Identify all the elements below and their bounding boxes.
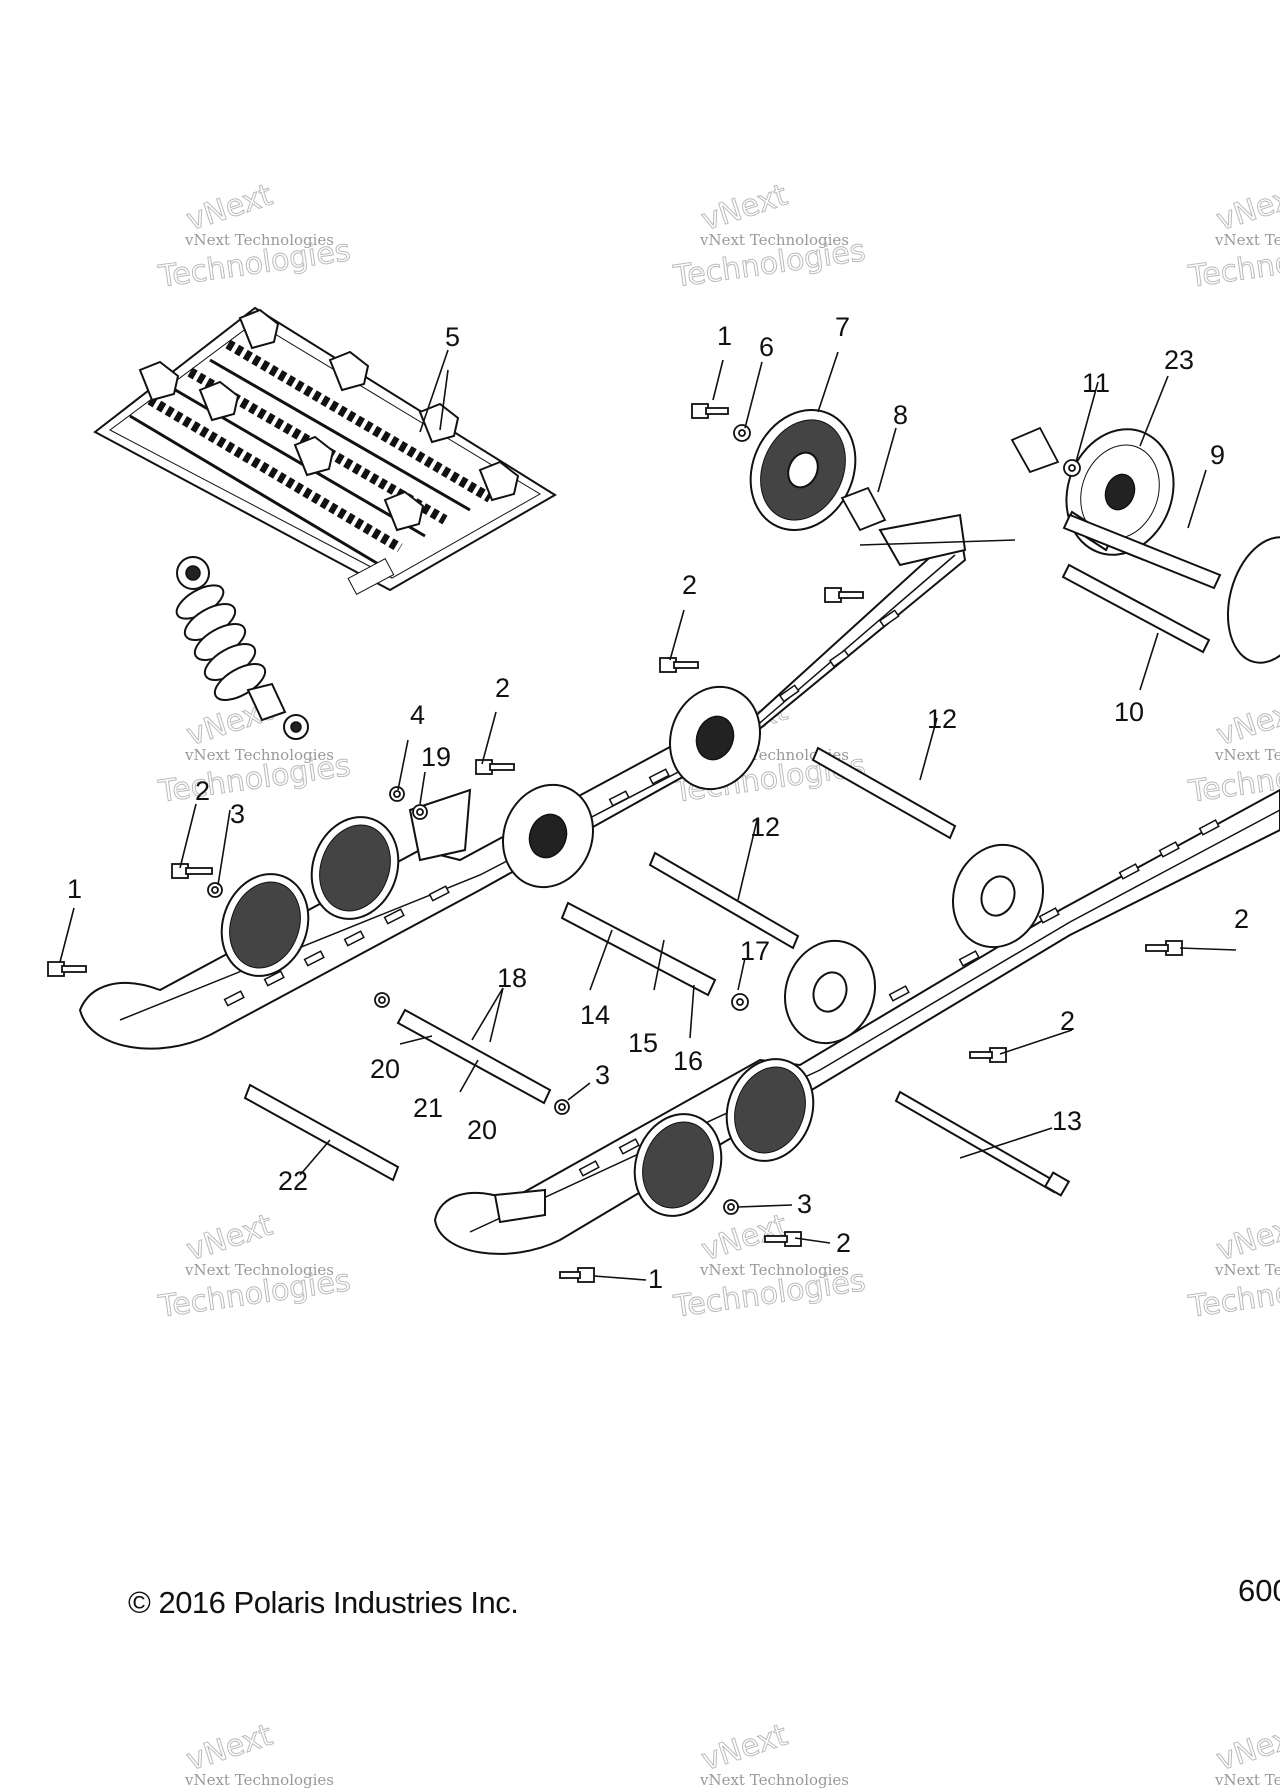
callout-13: 13 <box>1052 1106 1082 1136</box>
fasteners-drawing <box>47 403 1183 1283</box>
callout-4: 4 <box>410 700 425 730</box>
callout-19: 19 <box>421 742 451 772</box>
callout-2: 2 <box>495 673 510 703</box>
watermark-text: vNext <box>1212 1718 1280 1778</box>
watermark-text: vNext <box>182 1718 276 1778</box>
watermark-text: vNext Technologies <box>699 1771 849 1789</box>
callout-15: 15 <box>628 1028 658 1058</box>
track-drawing <box>93 306 557 596</box>
callout-1: 1 <box>648 1264 663 1294</box>
callout-2: 2 <box>195 776 210 806</box>
callout-2: 2 <box>1234 904 1249 934</box>
copyright-notice: © 2016 Polaris Industries Inc. <box>128 1585 519 1620</box>
watermark-text: vNext Technologies <box>184 231 334 249</box>
watermark-text: vNext <box>182 1208 276 1268</box>
callout-5: 5 <box>445 322 460 352</box>
callout-1: 1 <box>67 874 82 904</box>
watermark-text: vNext Technologies <box>1214 1261 1280 1279</box>
callout-23: 23 <box>1164 345 1194 375</box>
callout-3: 3 <box>595 1060 610 1090</box>
callout-12: 12 <box>927 704 957 734</box>
callout-14: 14 <box>580 1000 610 1030</box>
watermark-text: vNext Technologies <box>699 231 849 249</box>
shock-absorber-drawing <box>175 556 309 740</box>
callout-17: 17 <box>740 936 770 966</box>
axles-drawing <box>243 510 1222 1197</box>
callout-1: 1 <box>717 321 732 351</box>
callout-20: 20 <box>467 1115 497 1145</box>
callout-3: 3 <box>230 799 245 829</box>
callout-7: 7 <box>835 312 850 342</box>
watermark-text: vNext Technologies <box>1214 746 1280 764</box>
callout-9: 9 <box>1210 440 1225 470</box>
watermark-text: vNext Technologies <box>184 746 334 764</box>
callout-22: 22 <box>278 1166 308 1196</box>
callout-3: 3 <box>797 1189 812 1219</box>
callout-18: 18 <box>497 963 527 993</box>
watermark-text: vNext Technologies <box>184 1771 334 1789</box>
watermark-text: vNext <box>697 178 791 238</box>
callout-21: 21 <box>413 1093 443 1123</box>
callout-6: 6 <box>759 332 774 362</box>
watermark-text: vNext Technologies <box>699 1261 849 1279</box>
callout-10: 10 <box>1114 697 1144 727</box>
page-code: 600 <box>1238 1573 1280 1608</box>
callout-8: 8 <box>893 400 908 430</box>
callout-12: 12 <box>750 812 780 842</box>
callout-16: 16 <box>673 1046 703 1076</box>
watermark-text: vNext <box>1212 178 1280 238</box>
watermark-text: vNext Technologies <box>184 1261 334 1279</box>
watermark-text: vNext Technologies <box>1214 231 1280 249</box>
idler-wheels-drawing <box>220 408 1280 1217</box>
callout-2: 2 <box>682 570 697 600</box>
watermark-text: vNext <box>1212 1208 1280 1268</box>
leader-lines <box>59 349 1237 1281</box>
watermark-text: vNext Technologies <box>1214 1771 1280 1789</box>
callout-2: 2 <box>1060 1006 1075 1036</box>
callout-2: 2 <box>836 1228 851 1258</box>
watermark-text: vNext <box>1212 693 1280 753</box>
callout-20: 20 <box>370 1054 400 1084</box>
callout-labels: 1 1 1 2 2 2 2 2 2 3 3 3 4 5 6 7 8 9 10 1… <box>67 312 1249 1294</box>
callout-11: 11 <box>1082 368 1110 398</box>
watermark-text: vNext <box>697 1718 791 1778</box>
watermark-text: vNext <box>182 178 276 238</box>
